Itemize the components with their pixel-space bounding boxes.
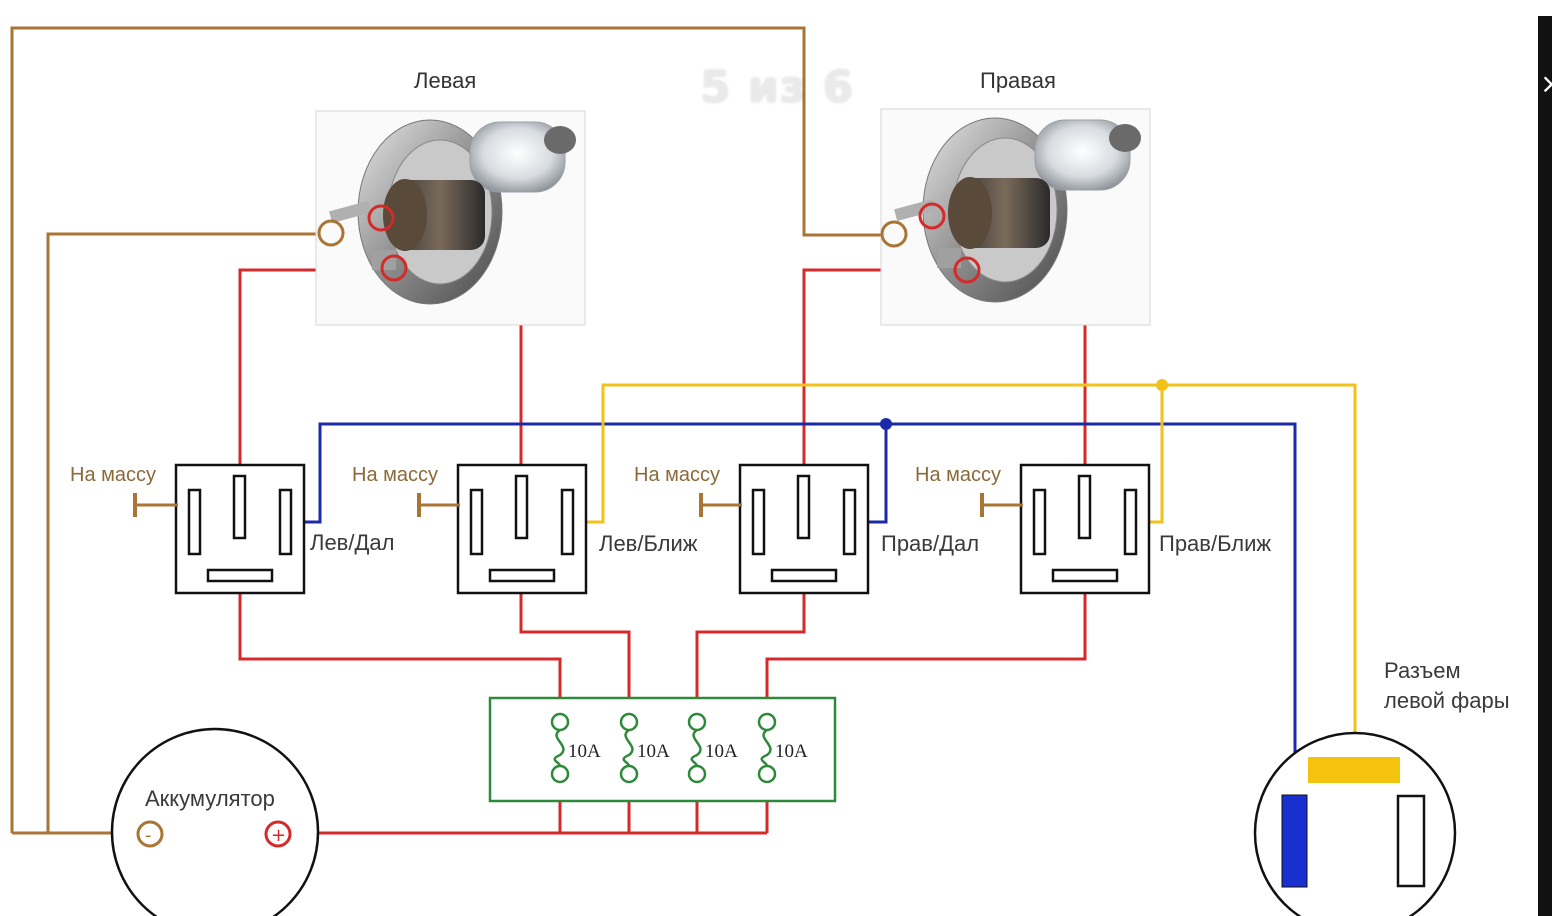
relay-3: На массу Прав/Дал bbox=[634, 463, 979, 595]
connector-label-line2: левой фары bbox=[1384, 688, 1510, 713]
viewer-sidebar bbox=[1538, 16, 1552, 916]
connector-ground-pin bbox=[1396, 794, 1426, 888]
headlight-connector: Разъем левой фары bbox=[1253, 658, 1510, 916]
fuse-2 bbox=[619, 712, 639, 784]
connector-label-line1: Разъем bbox=[1384, 658, 1461, 683]
fuse-4-rating: 10A bbox=[775, 741, 808, 762]
ground-wire-left-lamp bbox=[46, 232, 325, 833]
battery-minus-sign: - bbox=[145, 825, 152, 846]
battery-plus-sign: + bbox=[271, 825, 286, 846]
junction-yellow bbox=[1156, 379, 1168, 391]
battery-minus-terminal bbox=[136, 820, 164, 848]
relay-1-label: Лев/Дал bbox=[310, 530, 394, 555]
fuse-1-rating: 10A bbox=[568, 741, 601, 762]
battery-label: Аккумулятор bbox=[145, 786, 275, 811]
relay-4-label: Прав/Ближ bbox=[1159, 531, 1271, 556]
relay-3-label: Прав/Дал bbox=[881, 531, 979, 556]
battery: Аккумулятор - + bbox=[110, 727, 320, 916]
left-lamp-high-terminal bbox=[380, 254, 408, 282]
relay-2-ground-label: На массу bbox=[352, 464, 438, 486]
ground-wire-right-lamp bbox=[10, 26, 890, 833]
battery-plus-terminal bbox=[264, 820, 292, 848]
right-lamp-ground-terminal bbox=[880, 220, 908, 248]
fuse-2-rating: 10A bbox=[637, 741, 670, 762]
relay-1-ground-label: На массу bbox=[70, 464, 156, 486]
connector-high-pin bbox=[1281, 794, 1308, 888]
fuse-3 bbox=[687, 712, 707, 784]
wire-relay2-fuse2 bbox=[519, 590, 631, 716]
left-lamp bbox=[315, 110, 586, 326]
fuse-3-rating: 10A bbox=[705, 741, 738, 762]
right-lamp-high-terminal bbox=[953, 256, 981, 284]
relay-3-ground-label: На массу bbox=[634, 464, 720, 486]
relay-1: На массу Лев/Дал bbox=[70, 463, 394, 595]
fuse-box: 10A 10A 10A 10A bbox=[488, 696, 837, 803]
right-lamp bbox=[880, 108, 1151, 326]
connector-low-pin bbox=[1308, 757, 1400, 783]
right-lamp-label: Правая bbox=[980, 68, 1056, 93]
slide-counter: 5 из 6 bbox=[700, 62, 855, 113]
fuse-1 bbox=[550, 712, 570, 784]
wire-relay1-fuse1 bbox=[238, 590, 562, 716]
relay-2-label: Лев/Ближ bbox=[599, 531, 698, 556]
relay-4-ground-label: На массу bbox=[915, 464, 1001, 486]
left-lamp-low-terminal bbox=[367, 204, 395, 232]
left-lamp-label: Левая bbox=[414, 68, 476, 93]
relay-4: На массу Прав/Ближ bbox=[915, 463, 1271, 595]
left-lamp-ground-terminal bbox=[317, 219, 345, 247]
wire-relay3-fuse3 bbox=[695, 590, 806, 716]
junction-blue bbox=[880, 418, 892, 430]
close-icon[interactable]: × bbox=[1540, 67, 1552, 100]
right-lamp-low-terminal bbox=[918, 202, 946, 230]
fuse-4 bbox=[757, 712, 777, 784]
wire-relay4-fuse4 bbox=[765, 590, 1087, 716]
relay-2: На массу Лев/Ближ bbox=[352, 463, 698, 595]
